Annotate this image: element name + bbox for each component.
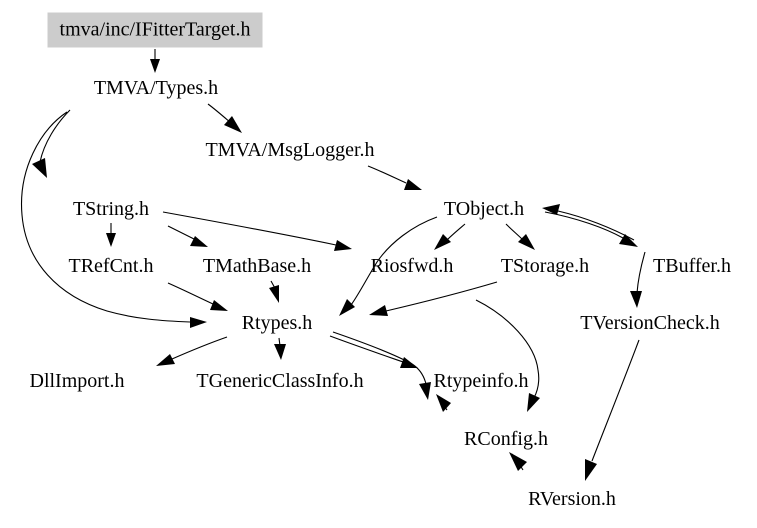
edge-tbuffer-to-tobject [542,204,635,241]
node-tmva-msglogger-h[interactable]: TMVA/MsgLogger.h [205,139,375,161]
edge-tversioncheck-to-rversion [585,339,640,481]
edge-tobject-to-tbuffer [544,211,638,247]
edge-types-to-msglogger [207,103,242,133]
node-rconfig-h[interactable]: RConfig.h [464,428,548,450]
edge-tstring-to-tmathbase [167,225,208,247]
node-dllimport-h[interactable]: DllImport.h [29,370,125,392]
node-tstorage-h[interactable]: TStorage.h [500,255,590,277]
edge-tstring-to-trefcnt [106,223,116,247]
node-tmathbase-h[interactable]: TMathBase.h [202,255,312,277]
edge-rtypes-to-rtypeinfo [329,335,418,368]
node-tversioncheck-h[interactable]: TVersionCheck.h [580,312,720,334]
edge-tstorage-to-rtypes [369,281,498,316]
edge-tmathbase-to-rtypes [269,280,279,303]
edge-rtypes-to-tgenericclassinfo [274,337,286,360]
node-tobject-h[interactable]: TObject.h [443,198,525,220]
edge-rtypeinfo-to-rconfig [436,394,451,412]
node-trefcnt-h[interactable]: TRefCnt.h [68,255,154,277]
node-tgenericclassinfo-h[interactable]: TGenericClassInfo.h [196,370,364,392]
edge-rtypes-right-to-rconfig [475,299,540,412]
edge-types-to-tstring [32,109,71,178]
node-tmva-inc-ifittertarget-h[interactable]: tmva/inc/IFitterTarget.h [47,12,263,48]
node-tstring-h[interactable]: TString.h [72,198,150,220]
edge-ifittertarget-to-types [150,49,160,73]
node-rtypeinfo-h[interactable]: Rtypeinfo.h [433,370,529,392]
edge-rtypes-to-dllimport [156,336,228,366]
edge-rconfig-to-rversion [509,452,527,471]
node-tbuffer-h[interactable]: TBuffer.h [653,255,731,277]
edge-types-to-rtypes [20,111,207,328]
edge-msglogger-to-tobject [367,165,422,190]
node-rversion-h[interactable]: RVersion.h [528,488,616,510]
edge-tbuffer-to-tversioncheck [630,251,646,308]
node-riosfwd-h[interactable]: Riosfwd.h [370,255,454,277]
edge-tobject-to-riosfwd [434,223,466,250]
edge-trefcnt-to-rtypes [167,282,228,311]
edge-tstring-to-tobject [162,211,352,251]
node-tmva-types-h[interactable]: TMVA/Types.h [93,77,219,99]
node-rtypes-h[interactable]: Rtypes.h [241,312,313,334]
edge-tobject-to-tstorage [505,223,535,250]
